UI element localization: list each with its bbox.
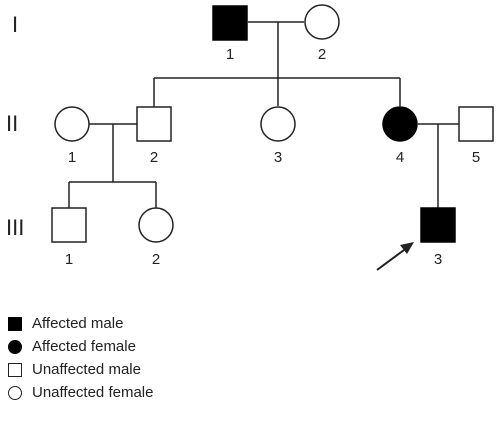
legend-label: Unaffected male xyxy=(32,361,141,378)
legend-item-affected-male: Affected male xyxy=(8,312,153,335)
id-label-i-1: 1 xyxy=(226,46,234,63)
individual-i-1-affected-male xyxy=(212,5,248,41)
id-label-ii-2: 2 xyxy=(150,149,158,166)
generation-label-iii: III xyxy=(6,215,24,240)
id-label-iii-1: 1 xyxy=(65,251,73,268)
legend-item-unaffected-female: Unaffected female xyxy=(8,381,153,404)
id-label-iii-2: 2 xyxy=(152,251,160,268)
filled-circle-icon xyxy=(8,339,22,354)
individual-ii-2-unaffected-male xyxy=(136,106,172,142)
individual-ii-4-affected-female xyxy=(382,106,418,142)
legend-label: Unaffected female xyxy=(32,384,154,401)
empty-square-icon xyxy=(8,362,22,377)
generation-label-i: I xyxy=(12,12,18,37)
individual-iii-1-unaffected-male xyxy=(51,207,87,243)
legend-label: Affected male xyxy=(32,315,124,332)
relationship-lines xyxy=(68,21,459,208)
legend: Affected male Affected female Unaffected… xyxy=(8,312,153,404)
legend-label: Affected female xyxy=(32,338,136,355)
individual-ii-1-unaffected-female xyxy=(54,106,90,142)
pedigree-chart: I II III 1 2 1 2 3 4 5 1 2 3 xyxy=(6,4,494,271)
filled-square-icon xyxy=(8,316,22,331)
id-label-iii-3: 3 xyxy=(434,251,442,268)
individual-ii-5-unaffected-male xyxy=(458,106,494,142)
individual-iii-2-unaffected-female xyxy=(138,207,174,243)
id-label-ii-3: 3 xyxy=(274,149,282,166)
individual-iii-3-affected-male xyxy=(420,207,456,243)
legend-item-affected-female: Affected female xyxy=(8,335,153,358)
empty-circle-icon xyxy=(8,385,22,400)
id-label-ii-5: 5 xyxy=(472,149,480,166)
id-label-i-2: 2 xyxy=(318,46,326,63)
generation-label-ii: II xyxy=(6,111,18,136)
id-label-ii-1: 1 xyxy=(68,149,76,166)
individual-ii-3-unaffected-female xyxy=(260,106,296,142)
id-label-ii-4: 4 xyxy=(396,149,404,166)
proband-arrow-icon xyxy=(376,242,414,271)
individual-i-2-unaffected-female xyxy=(304,4,340,40)
legend-item-unaffected-male: Unaffected male xyxy=(8,358,153,381)
